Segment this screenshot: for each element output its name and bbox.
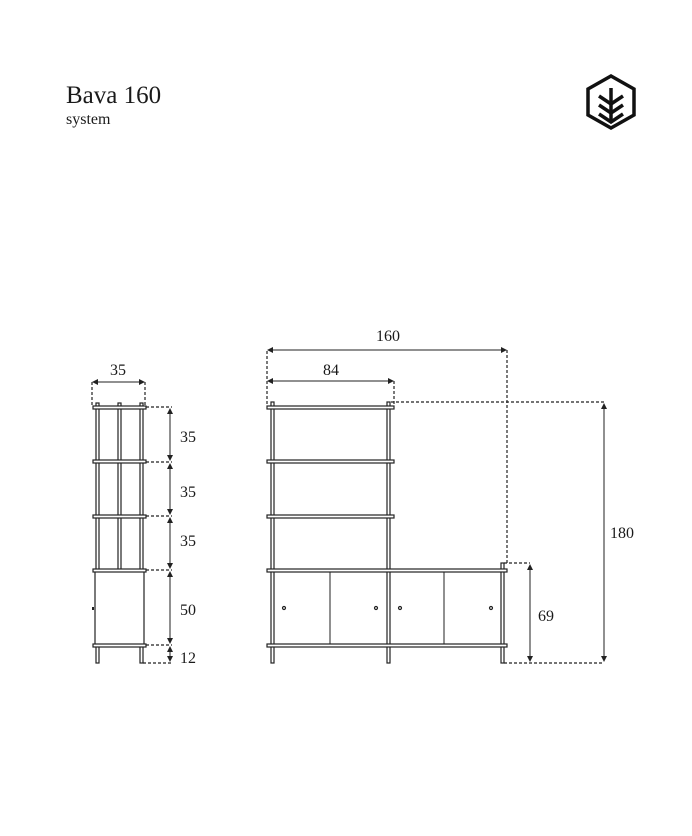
low-height-label: 69: [538, 608, 554, 625]
total-width-label: 160: [376, 328, 400, 345]
side-height-label-1: 35: [180, 429, 196, 446]
side-height-label-4: 50: [180, 602, 196, 619]
product-title: Bava 160: [66, 82, 162, 109]
side-height-label-5: 12: [180, 650, 196, 667]
hexagon-tree-logo: [586, 73, 636, 131]
product-subtitle: system: [66, 111, 111, 128]
side-height-label-3: 35: [180, 533, 196, 550]
total-height-label: 180: [610, 525, 634, 542]
front-view: [266, 347, 607, 664]
tall-width-label: 84: [323, 362, 339, 379]
side-width-label: 35: [110, 362, 126, 379]
side-view: [91, 379, 173, 664]
side-height-label-2: 35: [180, 484, 196, 501]
